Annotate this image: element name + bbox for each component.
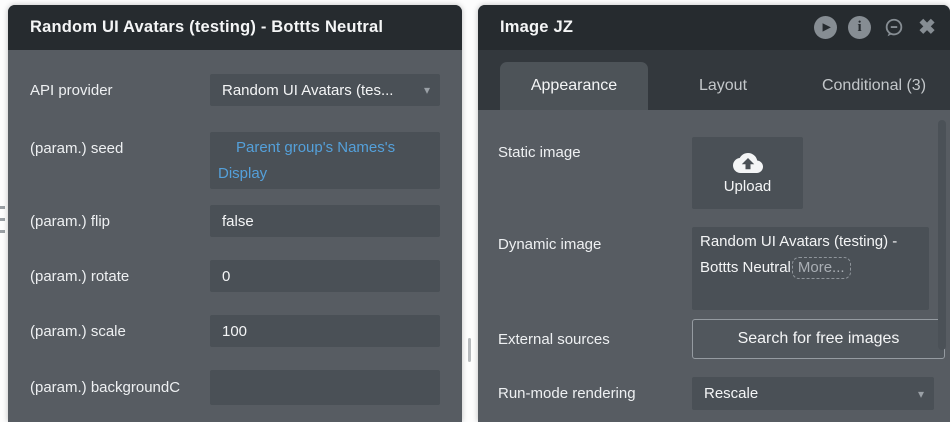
- panel-scrollbar[interactable]: [938, 120, 946, 350]
- more-button[interactable]: More...: [791, 257, 851, 279]
- tab-appearance[interactable]: Appearance: [500, 62, 648, 110]
- comment-icon[interactable]: [882, 16, 905, 39]
- left-panel-body: API provider Random UI Avatars (tes... ▾…: [8, 50, 462, 422]
- upload-button-label: Upload: [723, 177, 772, 195]
- dynamic-image-value: Random UI Avatars (testing) - Bottts Neu…: [700, 233, 898, 276]
- left-panel-title: Random UI Avatars (testing) - Bottts Neu…: [30, 18, 384, 36]
- field-label-api-provider: API provider: [30, 81, 113, 99]
- search-free-images-label: Search for free images: [737, 330, 900, 347]
- rotate-input[interactable]: 0: [210, 260, 440, 292]
- field-label-run-mode: Run-mode rendering: [498, 384, 636, 402]
- appearance-tab-content: Static image Upload Dynamic image Random…: [478, 110, 950, 422]
- backgroundc-input[interactable]: [210, 370, 440, 405]
- tab-layout[interactable]: Layout: [698, 77, 748, 94]
- field-label-rotate: (param.) rotate: [30, 267, 130, 285]
- field-label-static-image: Static image: [498, 143, 581, 161]
- scale-input[interactable]: 100: [210, 315, 440, 347]
- header-icons: ▶ i ✖: [814, 16, 936, 39]
- info-icon[interactable]: i: [848, 16, 872, 39]
- tab-conditional[interactable]: Conditional (3): [821, 77, 927, 94]
- scale-value: 100: [222, 322, 248, 340]
- field-label-external-sources: External sources: [498, 330, 610, 348]
- chevron-down-icon: ▾: [917, 386, 924, 401]
- seed-expression-input[interactable]: Parent group's Names's Display: [210, 132, 440, 189]
- field-label-backgroundc: (param.) backgroundC: [30, 379, 181, 396]
- close-icon[interactable]: ✖: [918, 16, 936, 39]
- field-label-seed: (param.) seed: [30, 139, 124, 157]
- flip-input[interactable]: false: [210, 205, 440, 237]
- background-scrollbar: [468, 338, 471, 362]
- field-label-flip: (param.) flip: [30, 212, 111, 230]
- rotate-value: 0: [222, 267, 231, 285]
- search-free-images-button[interactable]: Search for free images: [692, 319, 945, 359]
- run-mode-select[interactable]: Rescale ▾: [692, 377, 934, 410]
- run-mode-value: Rescale: [704, 385, 759, 402]
- left-property-panel: Random UI Avatars (testing) - Bottts Neu…: [8, 5, 462, 422]
- upload-button[interactable]: Upload: [692, 137, 803, 209]
- left-panel-header[interactable]: Random UI Avatars (testing) - Bottts Neu…: [8, 5, 462, 50]
- right-panel-title: Image JZ: [500, 18, 574, 36]
- right-panel-header[interactable]: Image JZ ▶ i ✖: [478, 5, 950, 50]
- tab-bar: Appearance Layout Conditional (3): [478, 50, 950, 110]
- seed-expression-value: Parent group's Names's Display: [218, 139, 396, 182]
- flip-value: false: [222, 212, 254, 230]
- right-property-panel: Image JZ ▶ i ✖ Appearance Layout Conditi…: [478, 5, 950, 422]
- field-label-scale: (param.) scale: [30, 322, 126, 340]
- chevron-down-icon: ▾: [423, 83, 430, 97]
- api-provider-select[interactable]: Random UI Avatars (tes... ▾: [210, 74, 440, 106]
- field-label-dynamic-image: Dynamic image: [498, 235, 602, 253]
- cloud-upload-icon: [732, 152, 763, 173]
- api-provider-value: Random UI Avatars (tes...: [222, 81, 394, 99]
- preview-play-icon[interactable]: ▶: [814, 16, 838, 39]
- dynamic-image-expression[interactable]: Random UI Avatars (testing) - Bottts Neu…: [692, 227, 929, 310]
